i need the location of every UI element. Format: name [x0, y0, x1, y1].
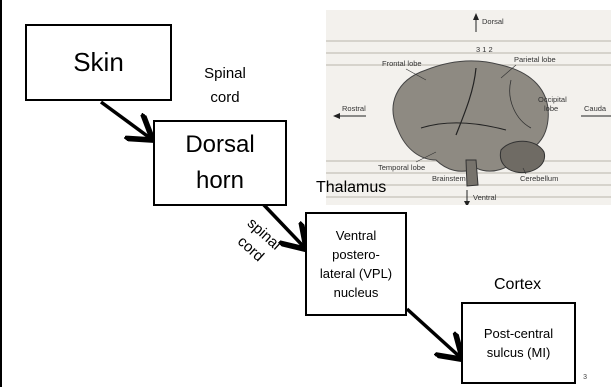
page-number: 3 — [583, 374, 587, 381]
vpl-nucleus-box: Ventral postero- lateral (VPL) nucleus — [305, 212, 407, 316]
thalamus-label: Thalamus — [316, 179, 386, 197]
postcentral-sulcus-box: Post-central sulcus (MI) — [461, 302, 576, 384]
postcentral-sulcus-text: Post-central sulcus (MI) — [484, 324, 553, 362]
skin-box: Skin — [25, 24, 172, 101]
skin-text: Skin — [73, 47, 124, 78]
dorsal-horn-text: Dorsal horn — [185, 127, 254, 199]
dorsal-horn-box: Dorsal horn — [153, 120, 287, 206]
vpl-nucleus-text: Ventral postero- lateral (VPL) nucleus — [320, 226, 392, 302]
cortex-label: Cortex — [494, 276, 541, 294]
arrow-vpl-to-cortex — [407, 309, 460, 357]
spinal-cord-label: Spinal cord — [190, 62, 260, 110]
arrow-skin-to-dorsal-horn — [101, 102, 150, 138]
